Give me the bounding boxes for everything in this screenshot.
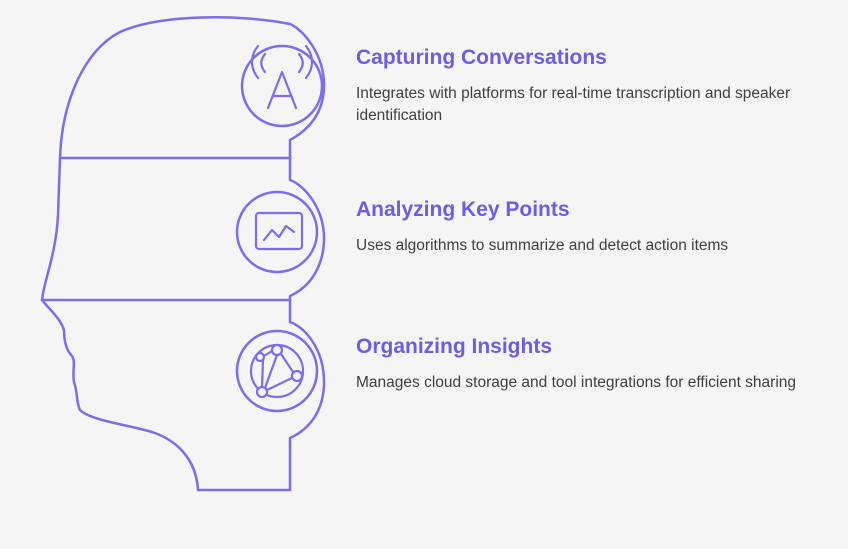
section-description: Manages cloud storage and tool integrati… [356, 374, 797, 391]
icon-circle-2 [235, 329, 319, 413]
line-chart-icon [254, 211, 304, 251]
section-title: Analyzing Key Points [356, 198, 570, 221]
section-analyzing-key-points: Analyzing Key Points Uses algorithms to … [356, 197, 826, 257]
section-title: Capturing Conversations [356, 46, 607, 69]
section-capturing-conversations: Capturing Conversations Integrates with … [356, 45, 826, 127]
section-description: Uses algorithms to summarize and detect … [356, 237, 729, 254]
network-graph-icon [249, 343, 305, 399]
speaking-letter-icon [250, 44, 314, 110]
icon-circle-1 [235, 190, 319, 274]
section-title: Organizing Insights [356, 335, 553, 358]
section-organizing-insights: Organizing Insights Manages cloud storag… [356, 334, 826, 394]
icon-circle-0 [240, 44, 324, 128]
section-description: Integrates with platforms for real-time … [356, 85, 791, 124]
head-outline [40, 16, 326, 492]
